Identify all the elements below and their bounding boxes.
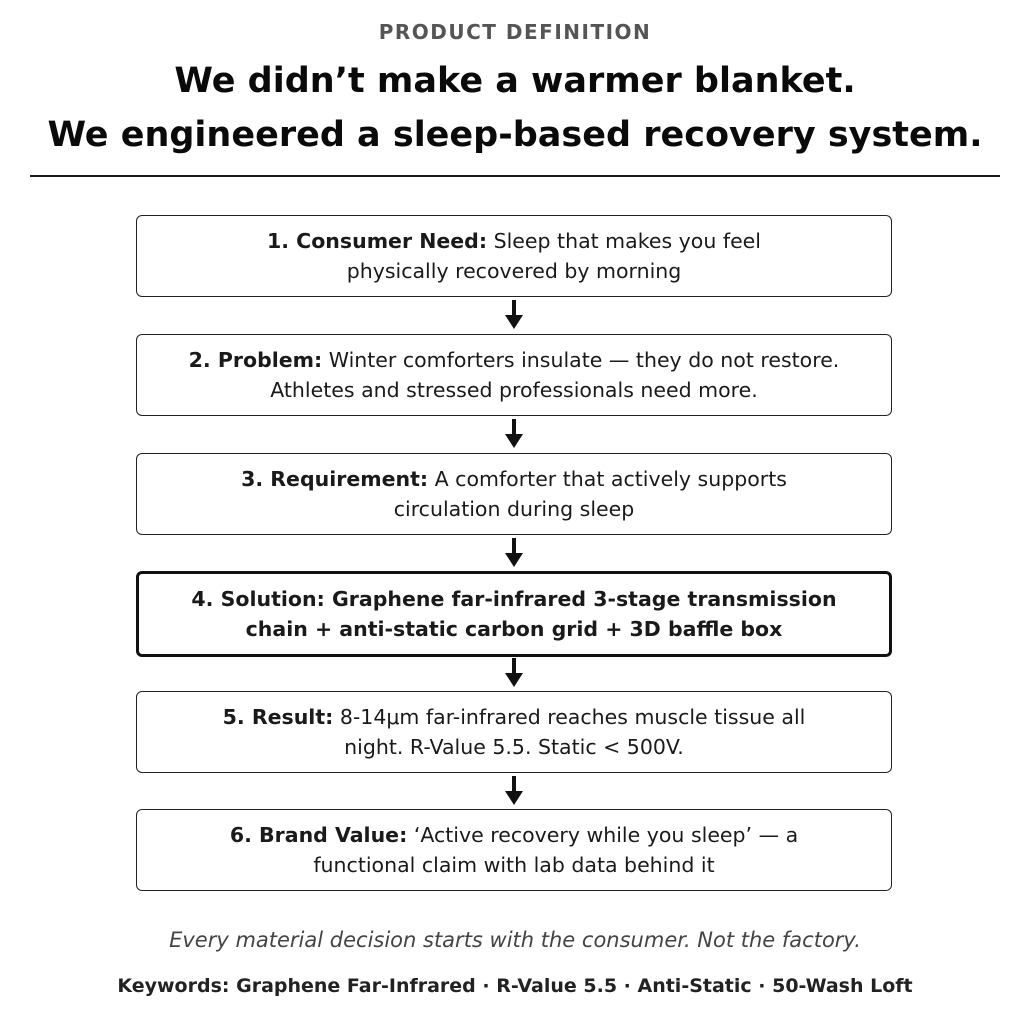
headline-line-2: We engineered a sleep-based recovery sys… [47,115,983,155]
step-label: 6. Brand Value: [229,823,408,847]
step-solution: 4. Solution: Graphene far-infrared 3-sta… [136,571,892,657]
step-label: 4. Solution: [191,587,325,611]
step-brand-value: 6. Brand Value: ‘Active recovery while y… [136,809,892,891]
step-solution-text: 4. Solution: Graphene far-infrared 3-sta… [167,584,861,644]
arrow-down-icon [505,419,523,448]
eyebrow-label: PRODUCT DEFINITION [378,20,652,44]
step-result-text: 5. Result: 8-14μm far-infrared reaches m… [165,702,863,762]
step-label: 1. Consumer Need: [266,229,488,253]
headline-line-1: We didn’t make a warmer blanket. [174,61,856,101]
step-consumer-need-text: 1. Consumer Need: Sleep that makes you f… [165,226,863,286]
arrow-down-icon [505,658,523,687]
step-label: 3. Requirement: [241,467,429,491]
step-result: 5. Result: 8-14μm far-infrared reaches m… [136,691,892,773]
step-description: Winter comforters insulate — they do not… [270,348,840,402]
step-label: 2. Problem: [188,348,323,372]
header-divider [30,175,1000,177]
step-description: ‘Active recovery while you sleep’ — a fu… [313,823,799,877]
keywords-line: Keywords: Graphene Far-Infrared · R-Valu… [117,975,913,997]
step-description: Sleep that makes you feel physically rec… [346,229,761,283]
arrow-down-icon [505,776,523,805]
step-description: A comforter that actively supports circu… [393,467,787,521]
step-problem-text: 2. Problem: Winter comforters insulate —… [165,345,863,405]
step-description: 8-14μm far-infrared reaches muscle tissu… [339,705,806,759]
step-brand-value-text: 6. Brand Value: ‘Active recovery while y… [165,820,863,880]
arrow-down-icon [505,538,523,567]
step-problem: 2. Problem: Winter comforters insulate —… [136,334,892,416]
step-label: 5. Result: [222,705,334,729]
step-requirement-text: 3. Requirement: A comforter that activel… [165,464,863,524]
arrow-down-icon [505,300,523,329]
tagline: Every material decision starts with the … [169,928,861,952]
step-consumer-need: 1. Consumer Need: Sleep that makes you f… [136,215,892,297]
step-description: Graphene far-infrared 3-stage transmissi… [245,587,837,641]
step-requirement: 3. Requirement: A comforter that activel… [136,453,892,535]
